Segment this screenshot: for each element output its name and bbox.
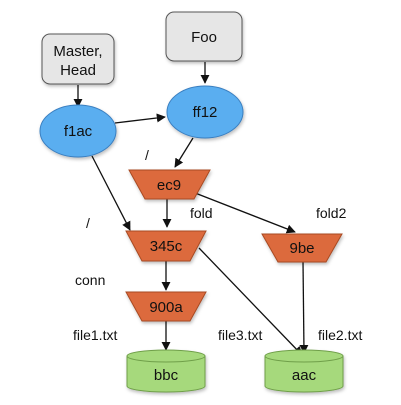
edge-345c-to-aac — [198, 247, 303, 356]
edges — [73, 62, 309, 356]
commit-label-f1ac: f1ac — [64, 123, 93, 140]
edge-label-slash-ff12: / — [145, 147, 149, 163]
edge-label-fold2: fold2 — [316, 205, 347, 221]
tree-label-9be: 9be — [289, 240, 314, 257]
edge-label-slash-f1ac: / — [86, 215, 90, 231]
commit-node-ff12 — [166, 85, 244, 139]
tree-label-ec9: ec9 — [157, 177, 181, 194]
blob-node-aac — [264, 349, 344, 393]
edge-label-file2: file2.txt — [318, 327, 362, 343]
edge-label-file3: file3.txt — [218, 327, 262, 343]
edge-label-fold: fold — [190, 205, 213, 221]
tree-node-9be — [261, 233, 343, 263]
tree-node-345c — [125, 230, 207, 262]
ref-node-master — [41, 33, 115, 85]
tree-label-345c: 345c — [150, 238, 183, 255]
edge-9be-to-aac — [299, 260, 309, 354]
ref-label-foo: Foo — [191, 29, 217, 46]
edge-f1ac-to-345c — [91, 155, 131, 231]
commit-label-ff12: ff12 — [193, 104, 218, 121]
tree-label-900a: 900a — [149, 299, 183, 316]
ref-node-foo — [165, 11, 243, 62]
blob-label-bbc: bbc — [154, 367, 179, 384]
edge-ec9-to-9be — [189, 190, 296, 234]
edge-ff12-to-ec9 — [174, 137, 194, 168]
commit-node-f1ac — [39, 104, 117, 158]
tree-node-ec9 — [128, 169, 211, 200]
tree-node-900a — [125, 291, 207, 322]
blob-node-bbc — [126, 349, 206, 393]
edge-f1ac-to-ff12 — [114, 113, 166, 124]
edge-label-file1: file1.txt — [73, 327, 117, 343]
edge-label-conn: conn — [75, 272, 105, 288]
blob-label-aac: aac — [292, 367, 317, 384]
ref-label-master-line1: Master, — [53, 43, 102, 60]
ref-label-master-line2: Head — [60, 62, 96, 79]
